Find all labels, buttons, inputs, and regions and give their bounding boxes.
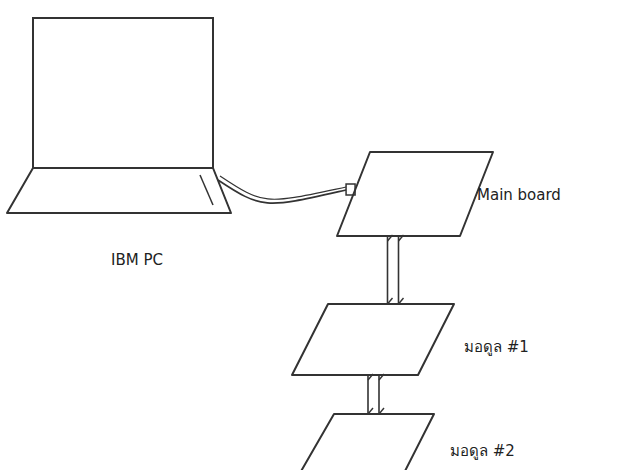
cable bbox=[218, 176, 355, 203]
board-label: มอดูล #2 bbox=[450, 442, 515, 460]
module-board: มอดูล #1 bbox=[290, 302, 456, 377]
circuit-board: Main board bbox=[335, 150, 495, 238]
ribbon-wires bbox=[368, 374, 384, 414]
module-board: มอดูล #2 bbox=[298, 412, 436, 470]
computer-illustration: IBM PC bbox=[5, 15, 233, 277]
ribbon-wires bbox=[388, 235, 404, 304]
board-outline bbox=[335, 150, 495, 238]
board-label: มอดูล #1 bbox=[464, 338, 529, 356]
board-label: Main board bbox=[477, 186, 561, 204]
computer-outline bbox=[5, 15, 233, 277]
board-outline bbox=[298, 412, 436, 470]
device-label: IBM PC bbox=[111, 251, 163, 269]
board-outline bbox=[290, 302, 456, 377]
